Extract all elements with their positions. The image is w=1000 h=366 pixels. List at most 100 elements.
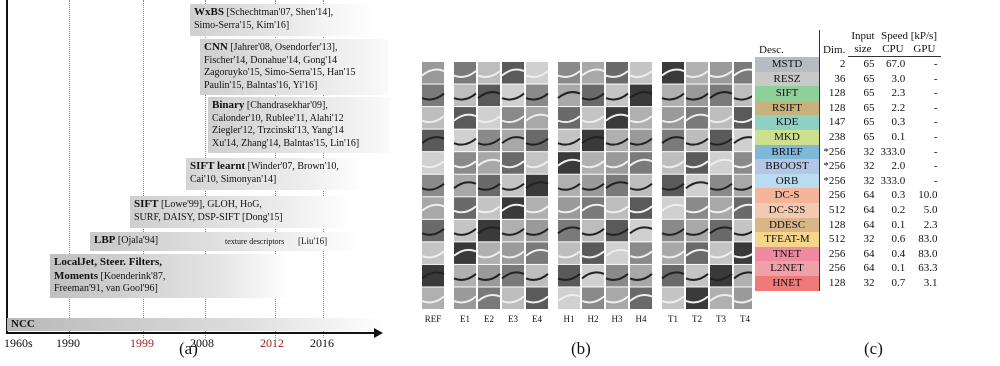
patch-tile xyxy=(502,219,524,242)
gpu-speed-cell: - xyxy=(933,87,938,100)
patch-texture xyxy=(477,182,501,191)
patch-tile xyxy=(422,62,444,84)
patch-label: T4 xyxy=(740,314,750,324)
patch-tile xyxy=(422,264,444,287)
patch-texture xyxy=(605,160,629,169)
patch-texture xyxy=(661,295,685,304)
patch-tile xyxy=(686,264,708,287)
patch-tile xyxy=(526,219,548,242)
input-size-cell: 64 xyxy=(863,262,875,275)
patch-label: T1 xyxy=(668,314,678,324)
patch-texture xyxy=(525,92,549,101)
patch-texture xyxy=(685,181,709,190)
patch-texture xyxy=(477,91,501,99)
patch-tile xyxy=(606,287,628,309)
descriptor-name-cell: BRIEF xyxy=(755,144,820,160)
patch-tile xyxy=(454,242,476,264)
patch-texture xyxy=(629,158,653,167)
patch-texture xyxy=(581,295,605,304)
patch-texture xyxy=(629,70,653,79)
input-size-cell: 64 xyxy=(863,203,875,216)
patch-texture xyxy=(629,205,653,214)
patch-texture xyxy=(477,158,501,167)
patch-texture xyxy=(709,182,733,191)
patch-tile xyxy=(734,287,756,309)
patch-texture xyxy=(661,68,685,77)
input-size-cell: 32 xyxy=(863,276,875,289)
patch-texture xyxy=(421,271,445,280)
patch-texture xyxy=(421,115,445,124)
patch-tile xyxy=(606,62,628,84)
input-size-cell: 64 xyxy=(863,189,875,202)
patch-texture xyxy=(477,293,501,302)
patch-texture xyxy=(581,92,605,101)
patch-tile xyxy=(526,174,548,197)
patch-label: REF xyxy=(424,314,442,324)
patch-tile xyxy=(630,84,652,107)
patch-texture xyxy=(557,70,581,79)
patch-texture xyxy=(709,91,733,99)
gpu-speed-cell: 10.0 xyxy=(918,189,938,202)
patch-tile xyxy=(478,152,500,174)
patch-texture xyxy=(525,137,549,146)
patch-tile xyxy=(502,62,524,84)
patch-texture xyxy=(629,226,653,235)
descriptor-name-cell: TFEAT-M xyxy=(755,232,820,247)
patch-texture xyxy=(501,136,525,144)
dim-cell: 512 xyxy=(819,232,849,247)
patch-texture xyxy=(605,92,629,101)
patch-tile xyxy=(630,174,652,197)
input-size-cell: 32 xyxy=(863,174,875,187)
patch-texture xyxy=(581,160,605,169)
patch-texture xyxy=(477,226,501,235)
patch-tile xyxy=(662,129,684,152)
patch-tile xyxy=(558,264,580,287)
patch-texture xyxy=(709,137,733,146)
patch-tile xyxy=(630,129,652,152)
gpu-speed-cell: 3.1 xyxy=(923,276,938,289)
patch-texture xyxy=(709,205,733,214)
dim-cell: 256 xyxy=(819,261,849,276)
patch-tile xyxy=(526,264,548,287)
patch-texture xyxy=(525,273,549,281)
patch-tile xyxy=(454,107,476,129)
header-speed: Speed [kP/s] xyxy=(881,30,937,42)
patch-label: E3 xyxy=(508,314,518,324)
descriptor-timeline: WxBS [Schechtman'07, Shen'14], Simo-Serr… xyxy=(0,0,390,350)
patch-tile xyxy=(558,174,580,197)
patch-texture xyxy=(581,228,605,236)
patch-tile xyxy=(558,107,580,129)
patch-tile xyxy=(478,197,500,219)
patch-texture xyxy=(525,205,549,214)
patch-tile xyxy=(686,84,708,107)
descriptor-name-cell: MSTD xyxy=(755,56,820,72)
descriptor-name-cell: TNET xyxy=(755,246,820,262)
patch-texture xyxy=(501,228,525,236)
descriptor-name-cell: ORB xyxy=(755,173,820,189)
patch-texture xyxy=(501,271,525,280)
patch-texture xyxy=(605,70,629,79)
timeline-box-sift: SIFT [Lowe'99], GLOH, HoG, SURF, DAISY, … xyxy=(130,196,350,228)
patch-tile xyxy=(558,242,580,264)
patch-texture xyxy=(629,273,653,281)
patch-tile xyxy=(422,174,444,197)
patch-tile xyxy=(454,287,476,309)
patch-tile xyxy=(502,242,524,264)
patch-texture xyxy=(453,113,477,122)
patch-tile xyxy=(606,107,628,129)
patch-tile xyxy=(478,287,500,309)
input-size-cell: 65 xyxy=(863,116,875,129)
patch-texture xyxy=(453,70,477,79)
patch-texture xyxy=(581,115,605,124)
input-size-cell: 32 xyxy=(863,145,875,158)
patch-texture xyxy=(421,92,445,101)
patch-tile xyxy=(734,264,756,287)
patch-tile xyxy=(710,152,732,174)
year-label: 1999 xyxy=(130,336,154,350)
patch-tile xyxy=(478,219,500,242)
